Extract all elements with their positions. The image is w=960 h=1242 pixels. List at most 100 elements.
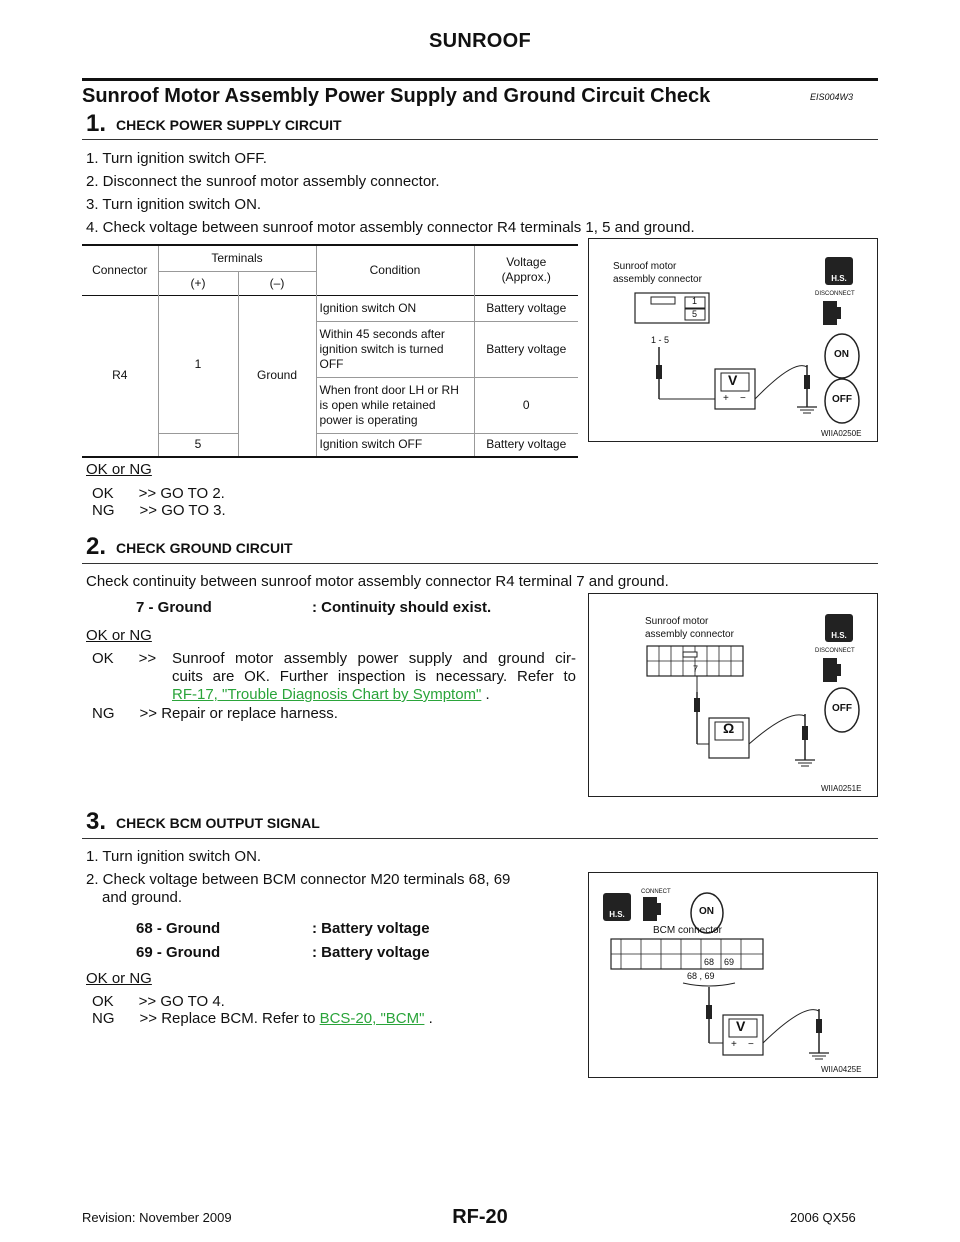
footer-revision: Revision: November 2009 [82,1210,232,1225]
step2-spec-left: 7 - Ground [136,599,212,616]
ignition-off-icon: OFF [832,394,852,405]
fig1-pin-5: 5 [692,309,698,319]
step3-ng: NG >> Replace BCM. Refer to BCS-20, "BCM… [92,1010,433,1028]
step3-title: CHECK BCM OUTPUT SIGNAL [116,815,320,831]
fig3-label: BCM connector [653,925,722,936]
fig1-code: WIIA0250E [821,429,862,438]
fig2-meter: Ω [723,720,735,736]
th-connector: Connector [92,262,148,277]
figure-drawing [634,292,860,424]
cell-condition: Within 45 seconds after ignition switch … [315,321,474,378]
header-rule [82,78,878,81]
fig1-wire-label: 1 - 5 [651,335,670,345]
th-plus: (+) [157,271,238,295]
fig3-meter-minus: − [748,1039,754,1050]
cell-voltage: 0 [473,377,578,434]
th-terminals: Terminals [157,245,316,272]
fig2-code: WIIA0251E [821,784,862,793]
cell-voltage: Battery voltage [473,321,578,378]
step3-item-1: 1. Turn ignition switch ON. [86,848,262,865]
figure-drawing [610,892,829,1060]
fig3-wire-label: 68 , 69 [687,971,715,981]
step2-ok-end: . [481,686,490,703]
footer-model: 2006 QX56 [790,1210,856,1225]
step3-item-2b: and ground. [102,889,183,906]
step2-ok-prefix: OK >> [92,650,157,667]
cell-term-1: 1 [157,295,238,434]
link-rf-17[interactable]: RF-17, "Trouble Diagnosis Chart by Sympt… [172,686,482,703]
fig2-disconnect-label: DISCONNECT [815,648,855,654]
hs-icon: H.S. [603,893,631,921]
step2-okng: OK or NG [86,627,152,644]
figure-voltage-check-r4: Sunroof motor assembly connector 1 5 1 -… [588,238,878,442]
step3-spec1-right: : Battery voltage [312,920,430,937]
figure-drawing [646,645,860,767]
fig3-pin-69: 69 [724,957,735,967]
th-voltage: Voltage (Approx.) [473,245,578,295]
step2-ok-text-2: cuits are OK. Further inspection is nece… [172,668,576,685]
step1-rule [82,139,878,140]
step2-ok-text-1: Sunroof motor assembly power supply and … [172,650,576,667]
step2-spec-right: : Continuity should exist. [312,599,492,616]
step2-number: 2. [86,533,107,560]
fig3-pin-68: 68 [704,957,715,967]
cell-term-5: 5 [157,433,238,457]
step3-spec1-left: 68 - Ground [136,920,221,937]
link-bcs-20[interactable]: BCS-20, "BCM" [319,1010,425,1027]
fig2-label-1: Sunroof motor [645,616,709,627]
fig1-meter: V [728,372,738,388]
step3-spec2-left: 69 - Ground [136,944,221,961]
fig3-code: WIIA0425E [821,1065,862,1074]
section-title: Sunroof Motor Assembly Power Supply and … [82,85,711,107]
th-minus: (–) [237,271,316,295]
ignition-off-icon: OFF [832,703,852,714]
cell-condition: Ignition switch ON [315,295,474,322]
step3-rule [82,838,878,839]
step1-okng: OK or NG [86,461,152,478]
section-code: EIS004W3 [810,92,854,102]
step1-title: CHECK POWER SUPPLY CIRCUIT [116,117,342,133]
step3-spec2-right: : Battery voltage [312,944,430,961]
ignition-on-icon: ON [834,349,849,360]
step3-ok: OK >> GO TO 4. [92,993,225,1010]
page-header-title: SUNROOF [428,30,532,52]
fig1-label-2: assembly connector [613,274,702,285]
step2-text: Check continuity between sunroof motor a… [86,573,669,590]
cell-voltage: Battery voltage [473,433,578,457]
fig1-disconnect-label: DISCONNECT [815,291,855,297]
cell-connector: R4 [82,295,158,458]
cell-ground: Ground [237,295,316,458]
hs-icon: H.S. [825,614,853,642]
ignition-on-icon: ON [699,906,714,917]
step1-item-1: 1. Turn ignition switch OFF. [86,150,267,167]
cell-voltage: Battery voltage [473,295,578,322]
step3-okng: OK or NG [86,970,152,987]
step2-rule [82,563,878,564]
step2-title: CHECK GROUND CIRCUIT [116,540,293,556]
fig3-meter: V [736,1018,746,1034]
step1-ng: NG >> GO TO 3. [92,502,226,519]
step1-ok: OK >> GO TO 2. [92,485,225,502]
step3-ng-end: . [424,1010,433,1027]
step1-item-4: 4. Check voltage between sunroof motor a… [86,219,695,236]
step3-number: 3. [86,808,107,835]
fig1-meter-minus: − [740,393,746,404]
fig1-pin-1: 1 [692,296,698,306]
figure-continuity-check-r4: Sunroof motor assembly connector 7 Ω H.S… [588,593,878,797]
fig1-meter-plus: + [723,393,729,404]
step3-item-2a: 2. Check voltage between BCM connector M… [86,871,511,888]
voltage-table: Connector Terminals Condition Voltage (A… [82,244,578,458]
fig3-meter-plus: + [731,1039,737,1050]
cell-condition: Ignition switch OFF [315,433,474,457]
cell-condition: When front door LH or RH is open while r… [315,377,474,434]
fig1-label-1: Sunroof motor [613,261,677,272]
footer-page-number: RF-20 [452,1206,508,1228]
fig2-pin-7: 7 [693,664,699,674]
th-condition: Condition [315,245,474,295]
step1-number: 1. [86,110,107,137]
step2-ok-ref: RF-17, "Trouble Diagnosis Chart by Sympt… [172,686,490,704]
figure-bcm-voltage-check: H.S. CONNECT ON BCM connector 68 69 68 ,… [588,872,878,1078]
hs-icon: H.S. [825,257,853,285]
fig2-label-2: assembly connector [645,629,734,640]
step1-item-2: 2. Disconnect the sunroof motor assembly… [86,173,440,190]
